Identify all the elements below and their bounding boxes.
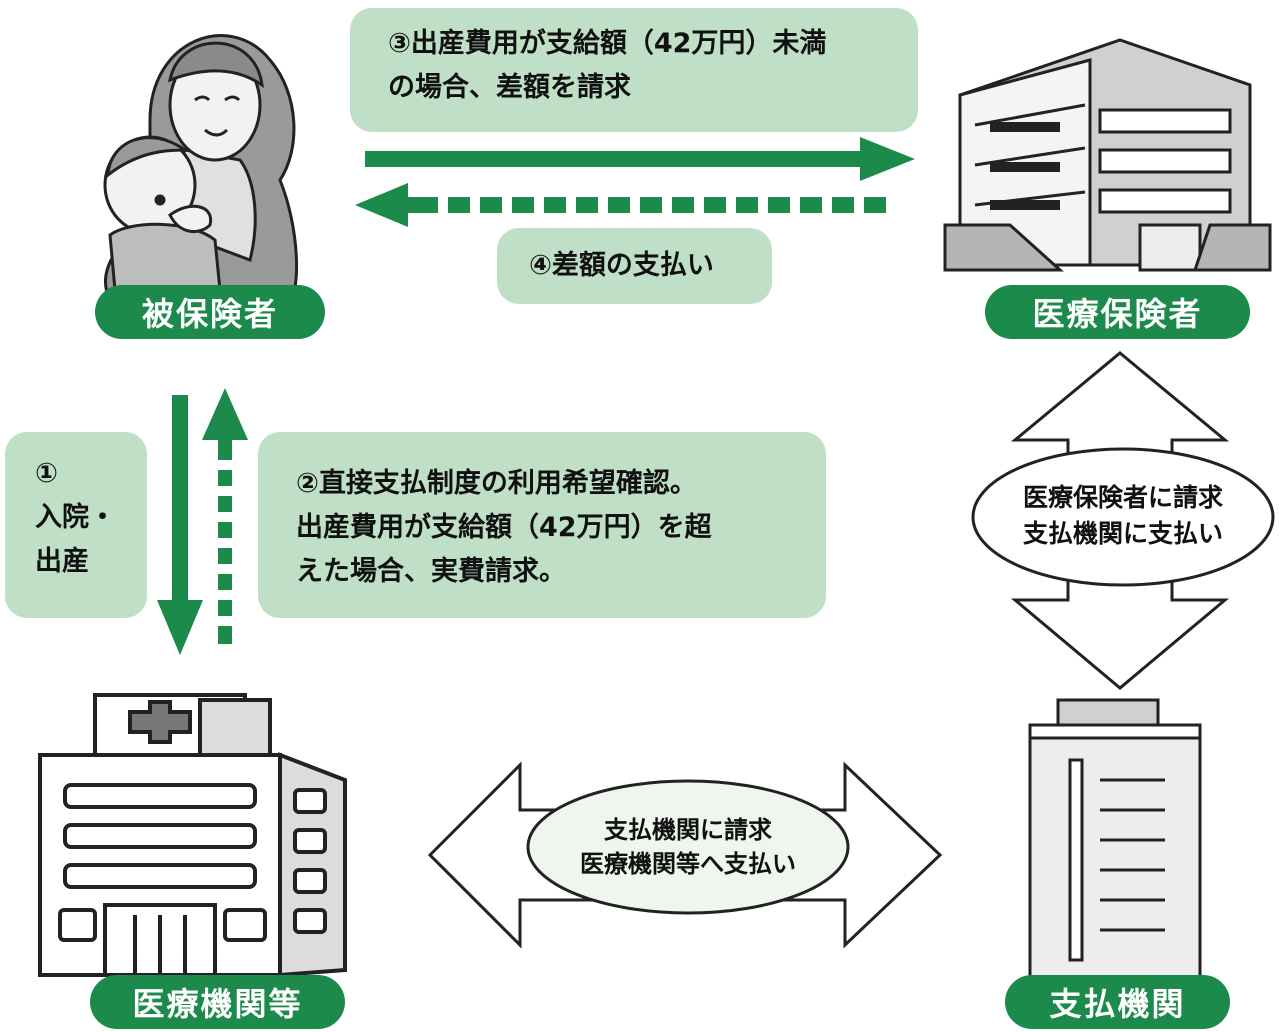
step1-box: ① 入院・ 出産 [5,432,147,618]
arrow-step2 [202,388,248,644]
medical-payment-line-1: 支払機関に請求 [604,816,772,844]
step2-line-2: 出産費用が支給額（42万円）を超 [296,512,712,543]
node-insured: 被保険者 [95,285,325,339]
insurer-payment-line-1: 医療保険者に請求 [1022,483,1223,512]
node-medical: 医療機関等 [90,975,345,1029]
medical-payment-line-2: 医療機関等へ支払い [580,850,796,878]
step3-line-1: ③出産費用が支給額（42万円）未満 [388,28,827,59]
insurer-payment-flow-text: 医療保険者に請求 支払機関に支払い [975,480,1271,552]
insurer-payment-line-2: 支払機関に支払い [1022,519,1223,548]
step1-line-2: 入院・ [35,502,116,533]
mother-baby-illustration [103,34,299,302]
step1-line-1: ① [35,458,58,489]
vertical-flow-oval [971,447,1275,587]
horizontal-flow-oval [526,779,850,915]
step1-line-3: 出産 [35,546,89,577]
arrow-step1 [157,395,203,655]
hospital-building-illustration [38,693,347,978]
insurer-building-illustration [943,38,1272,272]
node-payment: 支払機関 [1005,975,1230,1029]
step3-line-2: の場合、差額を請求 [388,72,631,103]
step4-box: ④差額の支払い [497,228,772,304]
node-insurer: 医療保険者 [985,285,1250,339]
arrow-step3 [365,137,915,181]
step3-box: ③出産費用が支給額（42万円）未満 の場合、差額を請求 [350,8,918,132]
medical-payment-flow-text: 支払機関に請求 医療機関等へ支払い [530,813,846,881]
step2-line-3: えた場合、実費請求。 [296,556,566,587]
step2-box: ②直接支払制度の利用希望確認。 出産費用が支給額（42万円）を超 えた場合、実費… [258,432,826,618]
arrow-step4 [355,183,886,227]
step4-label: ④差額の支払い [529,250,714,281]
step2-line-1: ②直接支払制度の利用希望確認。 [296,468,697,499]
payment-agency-building-illustration [1028,698,1202,980]
